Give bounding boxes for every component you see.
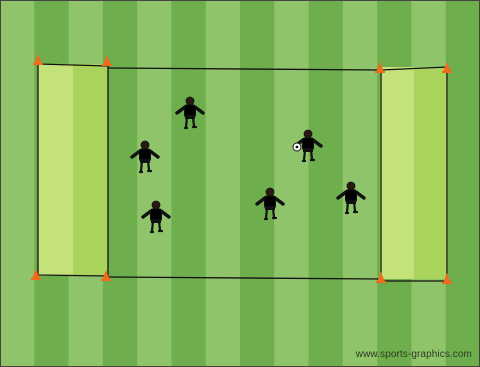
- grass-stripe: [0, 0, 35, 367]
- end-zone-shade: [414, 67, 448, 279]
- grass-stripe: [137, 0, 172, 367]
- watermark-text: www.sports-graphics.com: [356, 349, 472, 360]
- grass-stripe: [171, 0, 206, 367]
- end-zone-shade: [73, 64, 108, 276]
- grass-stripe: [206, 0, 241, 367]
- grass-stripe: [240, 0, 275, 367]
- grass-stripe: [446, 0, 480, 367]
- grass-stripe: [274, 0, 309, 367]
- grass-stripe: [309, 0, 344, 367]
- soccer-ball-icon: [293, 143, 301, 151]
